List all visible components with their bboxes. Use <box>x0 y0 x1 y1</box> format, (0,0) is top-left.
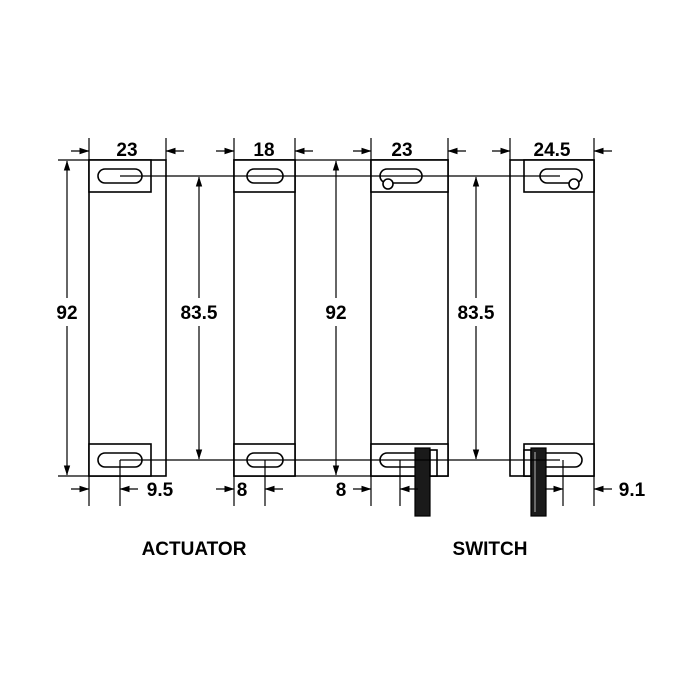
act2-width-label: 18 <box>253 140 274 161</box>
act2-hole-offset-label: 8 <box>237 480 248 501</box>
sw1-hole-offset-label: 8 <box>336 480 347 501</box>
hole-offset-dimensions: 9.5 8 8 9.1 <box>71 460 646 506</box>
hole-centerlines <box>120 175 560 461</box>
sw2-width-label: 24.5 <box>534 140 571 161</box>
height-dimensions: 92 83.5 92 83.5 <box>56 159 495 477</box>
cable <box>414 447 431 517</box>
act-height-label: 92 <box>56 303 77 324</box>
sw2-hole-offset-label: 9.1 <box>619 480 646 501</box>
act1-hole-offset-label: 9.5 <box>147 480 174 501</box>
sw-height-label: 92 <box>325 303 346 324</box>
sw1-width-label: 23 <box>391 140 412 161</box>
switch-body-1 <box>370 159 449 517</box>
actuator-body-2 <box>233 159 296 477</box>
actuator-label: ACTUATOR <box>142 539 247 560</box>
cable <box>530 447 547 517</box>
switch-body-2 <box>509 159 595 517</box>
act-hole-spacing-label: 83.5 <box>181 303 218 324</box>
switch-label: SWITCH <box>453 539 528 560</box>
sw-hole-spacing-label: 83.5 <box>458 303 495 324</box>
actuator-body-1 <box>88 159 167 477</box>
width-dimensions: 23 18 23 24.5 <box>71 138 612 161</box>
act1-width-label: 23 <box>116 140 137 161</box>
